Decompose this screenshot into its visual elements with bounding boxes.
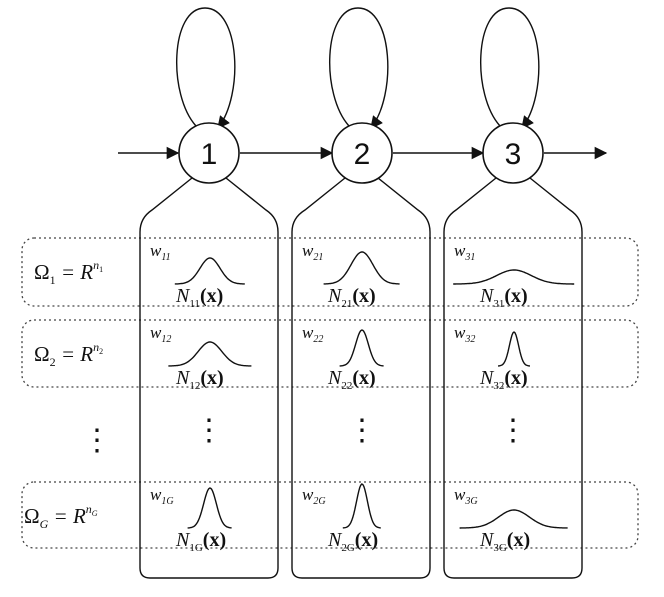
self-loop-3 xyxy=(479,7,540,129)
density-label-1-G: N1G(x) xyxy=(175,529,226,554)
weight-label-1-2: w12 xyxy=(150,323,171,345)
gaussian-curve-3-1 xyxy=(453,269,575,285)
gaussian-curve-2-1 xyxy=(323,251,400,285)
weight-label-3-1: w31 xyxy=(454,241,475,263)
stream-row-1 xyxy=(21,237,639,307)
weight-label-3-2: w32 xyxy=(454,323,475,345)
density-label-2-2: N22(x) xyxy=(327,367,376,392)
stream-label-2: Ω2 = Rn2 xyxy=(34,340,103,369)
density-label-3-1: N31(x) xyxy=(479,285,528,310)
stream-label-G: ΩG = RnG xyxy=(24,502,98,531)
density-label-3-2: N32(x) xyxy=(479,367,528,392)
state-container-1 xyxy=(139,177,279,579)
ellipsis-state-3: ⋮ xyxy=(498,414,528,447)
weight-label-2-G: w2G xyxy=(302,485,326,507)
density-label-3-G: N3G(x) xyxy=(479,529,530,554)
ellipsis-state-1: ⋮ xyxy=(194,414,224,447)
ellipsis-state-2: ⋮ xyxy=(347,414,377,447)
gaussian-curve-3-G xyxy=(459,509,568,529)
density-label-2-1: N21(x) xyxy=(327,285,376,310)
state-label-2: 2 xyxy=(354,138,371,171)
state-container-3 xyxy=(443,177,583,579)
weight-label-2-2: w22 xyxy=(302,323,323,345)
weight-label-2-1: w21 xyxy=(302,241,323,263)
gaussian-curve-2-2 xyxy=(339,329,384,367)
gaussian-curve-2-G xyxy=(342,483,381,529)
self-loop-2 xyxy=(328,7,389,129)
state-label-3: 3 xyxy=(505,138,522,171)
state-node-1: 1 xyxy=(178,122,240,184)
density-label-1-1: N11(x) xyxy=(175,285,223,310)
state-node-2: 2 xyxy=(331,122,393,184)
stream-label-1: Ω1 = Rn1 xyxy=(34,258,103,287)
weight-label-3-G: w3G xyxy=(454,485,478,507)
self-loop-1 xyxy=(175,7,236,129)
weight-label-1-1: w11 xyxy=(150,241,171,263)
gaussian-curve-3-2 xyxy=(498,331,530,367)
weight-label-1-G: w1G xyxy=(150,485,174,507)
mixture-cells: w11N11(x)w12N12(x)w1GN1G(x)w21N21(x)w22N… xyxy=(150,241,575,554)
density-label-1-2: N12(x) xyxy=(175,367,224,392)
gaussian-curve-1-2 xyxy=(168,341,252,367)
state-label-1: 1 xyxy=(201,138,218,171)
ellipsis-stream: ⋮ xyxy=(82,424,112,457)
gaussian-curve-1-1 xyxy=(174,257,245,285)
gaussian-curve-1-G xyxy=(187,487,232,529)
stream-row-G xyxy=(21,481,639,549)
stream-row-2 xyxy=(21,319,639,388)
state-container-2 xyxy=(291,177,431,579)
density-label-2-G: N2G(x) xyxy=(327,529,378,554)
state-node-3: 3 xyxy=(482,122,544,184)
